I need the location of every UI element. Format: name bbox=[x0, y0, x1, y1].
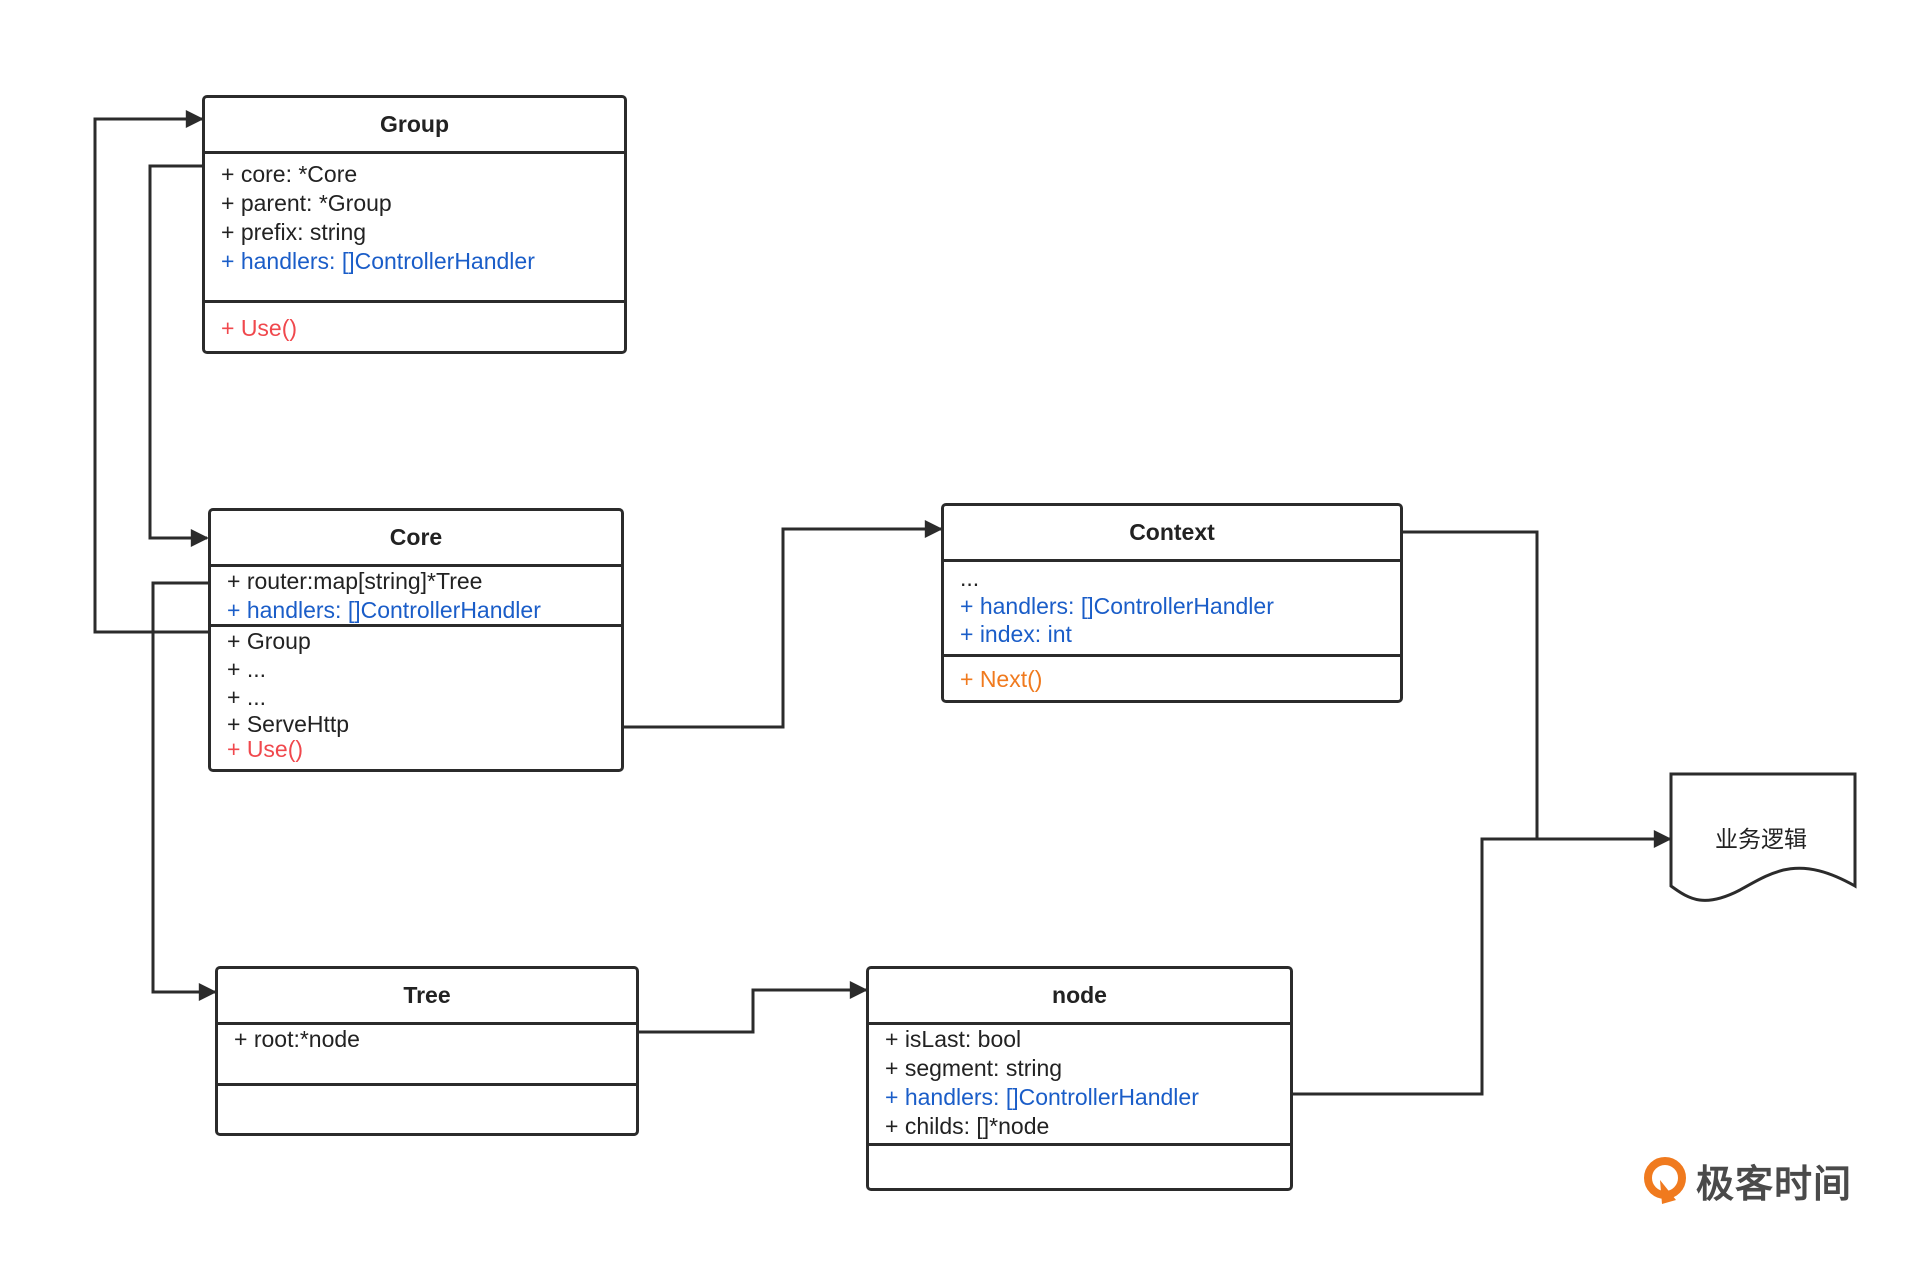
class-node: node + isLast: bool + segment: string + … bbox=[866, 966, 1293, 1191]
node-attr-islast: + isLast: bool bbox=[885, 1026, 1022, 1052]
class-node-attributes: + isLast: bool + segment: string + handl… bbox=[869, 1025, 1290, 1143]
class-context-methods: + Next() bbox=[944, 654, 1400, 700]
class-core-attributes: + router:map[string]*Tree + handlers: []… bbox=[211, 567, 621, 624]
core-method-ellipsis-1: + ... bbox=[227, 656, 266, 682]
class-node-title: node bbox=[869, 969, 1290, 1025]
class-context-title: Context bbox=[944, 506, 1400, 562]
group-attr-core: + core: *Core bbox=[221, 161, 358, 187]
edge-core-to-tree bbox=[151, 581, 217, 1001]
core-attr-handlers: + handlers: []ControllerHandler bbox=[227, 597, 541, 623]
context-attr-index: + index: int bbox=[960, 621, 1072, 647]
class-core: Core + router:map[string]*Tree + handler… bbox=[208, 508, 624, 772]
core-method-servehttp: + ServeHttp bbox=[227, 711, 350, 737]
context-method-next: + Next() bbox=[960, 666, 1043, 692]
brand-text: 极客时间 bbox=[1696, 1164, 1853, 1206]
class-core-methods: + Group + ... + ... + ServeHttp + Use() bbox=[211, 624, 621, 769]
class-tree: Tree + root:*node bbox=[215, 966, 639, 1136]
edge-node-to-document bbox=[1293, 830, 1672, 1096]
context-attr-handlers: + handlers: []ControllerHandler bbox=[960, 593, 1274, 619]
edge-core-to-context bbox=[624, 520, 943, 729]
core-method-use: + Use() bbox=[227, 736, 304, 762]
group-method-use: + Use() bbox=[221, 315, 298, 341]
edge-group-to-core bbox=[148, 164, 209, 547]
group-attr-handlers: + handlers: []ControllerHandler bbox=[221, 248, 535, 274]
node-attr-handlers: + handlers: []ControllerHandler bbox=[885, 1084, 1199, 1110]
class-group: Group + core: *Core + parent: *Group + p… bbox=[202, 95, 627, 354]
brand-watermark: 极客时间 bbox=[1690, 1153, 1852, 1208]
class-context: Context ... + handlers: []ControllerHand… bbox=[941, 503, 1403, 703]
group-attr-parent: + parent: *Group bbox=[221, 190, 392, 216]
geektime-logo-icon bbox=[1644, 1157, 1686, 1204]
tree-attr-root: + root:*node bbox=[234, 1026, 360, 1052]
node-attr-segment: + segment: string bbox=[885, 1055, 1063, 1081]
class-core-title: Core bbox=[211, 511, 621, 567]
node-attr-childs: + childs: []*node bbox=[885, 1113, 1050, 1139]
edge-tree-to-node bbox=[639, 981, 868, 1034]
class-group-title: Group bbox=[205, 98, 624, 154]
core-method-group: + Group bbox=[227, 628, 311, 654]
group-attr-prefix: + prefix: string bbox=[221, 219, 367, 245]
class-node-methods bbox=[869, 1143, 1290, 1188]
class-context-attributes: ... + handlers: []ControllerHandler + in… bbox=[944, 562, 1400, 654]
class-tree-attributes: + root:*node bbox=[218, 1025, 636, 1083]
document-label: 业务逻辑 bbox=[1715, 826, 1807, 852]
class-group-attributes: + core: *Core + parent: *Group + prefix:… bbox=[205, 154, 624, 300]
class-tree-title: Tree bbox=[218, 969, 636, 1025]
core-method-ellipsis-2: + ... bbox=[227, 684, 266, 710]
context-attr-ellipsis: ... bbox=[960, 565, 980, 591]
core-attr-router: + router:map[string]*Tree bbox=[227, 568, 483, 594]
edge-context-to-document bbox=[1403, 530, 1539, 839]
document-shape bbox=[1669, 772, 1857, 902]
class-tree-methods bbox=[218, 1083, 636, 1133]
class-group-methods: + Use() bbox=[205, 300, 624, 351]
